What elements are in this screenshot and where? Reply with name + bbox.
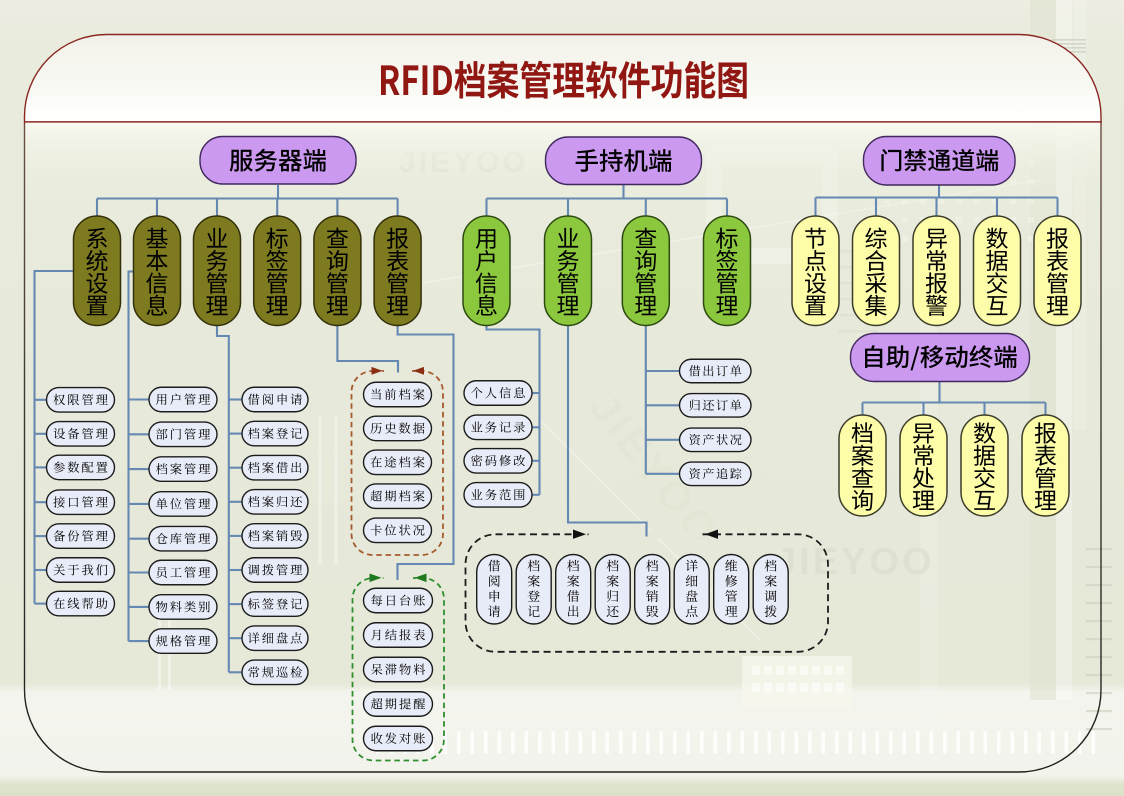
svg-text:JIEYOO: JIEYOO xyxy=(775,541,935,583)
